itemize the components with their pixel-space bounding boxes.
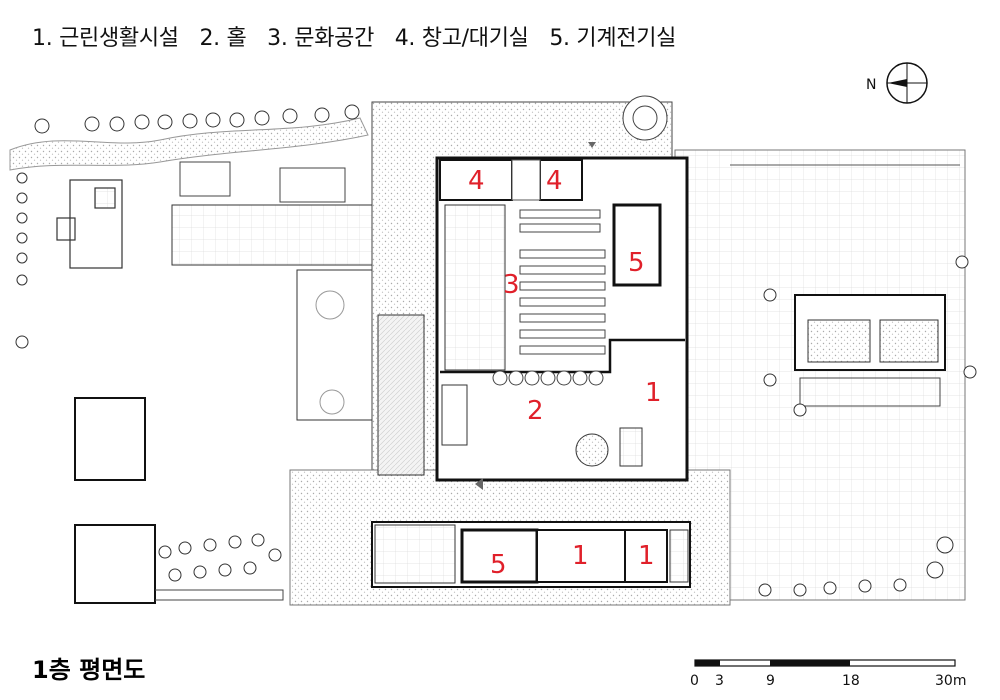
trees-bottom: [158, 533, 282, 582]
trees-top: [34, 104, 360, 134]
trees-left: [15, 172, 29, 349]
legend-item-1: 1. 근린생활시설: [32, 26, 179, 51]
scale-tick-30: 30m: [935, 673, 967, 689]
small-house: [56, 179, 123, 269]
plaza: [296, 269, 380, 421]
room-label-4a: 4: [468, 166, 485, 196]
pavilion-2: [74, 524, 156, 604]
pavilion-1: [74, 397, 146, 481]
room-label-1c: 1: [638, 541, 655, 571]
compass-icon: N: [866, 62, 928, 104]
trees-east: [758, 255, 977, 597]
stair: [619, 427, 643, 467]
room-label-4b: 4: [546, 166, 563, 196]
scale-tick-3: 3: [715, 673, 724, 689]
legend-item-4: 4. 창고/대기실: [394, 26, 529, 51]
room-4a: [439, 159, 513, 201]
room-1b: [536, 529, 626, 583]
legend-item-3: 3. 문화공간: [267, 26, 375, 51]
columns: [492, 370, 604, 386]
room-label-5b: 5: [490, 550, 507, 580]
room-5b: [460, 528, 539, 584]
room-label-2: 2: [527, 396, 544, 426]
room-1c: [624, 529, 668, 583]
stage: [444, 204, 506, 371]
room-label-3: 3: [503, 270, 520, 300]
room-label-5a: 5: [628, 248, 645, 278]
scale-bar: [694, 659, 956, 667]
scale-tick-9: 9: [766, 673, 775, 689]
legend-item-5: 5. 기계전기실: [549, 26, 677, 51]
room-5a: [612, 203, 662, 287]
plan-title: 1층 평면도: [32, 656, 146, 684]
room-label-1b: 1: [572, 541, 589, 571]
seating: [519, 209, 606, 355]
restrooms: [374, 524, 456, 584]
compass-label: N: [866, 77, 876, 93]
room-4b: [539, 159, 583, 201]
bridge-building: [171, 204, 378, 266]
river: [9, 117, 369, 171]
legend-item-2: 2. 홀: [199, 26, 247, 51]
scale-tick-18: 18: [842, 673, 860, 689]
scale-tick-0: 0: [690, 673, 699, 689]
planter: [575, 433, 609, 467]
legend: 1. 근린생활시설 2. 홀 3. 문화공간 4. 창고/대기실 5. 기계전기…: [32, 20, 690, 52]
room-label-1a: 1: [645, 378, 662, 408]
